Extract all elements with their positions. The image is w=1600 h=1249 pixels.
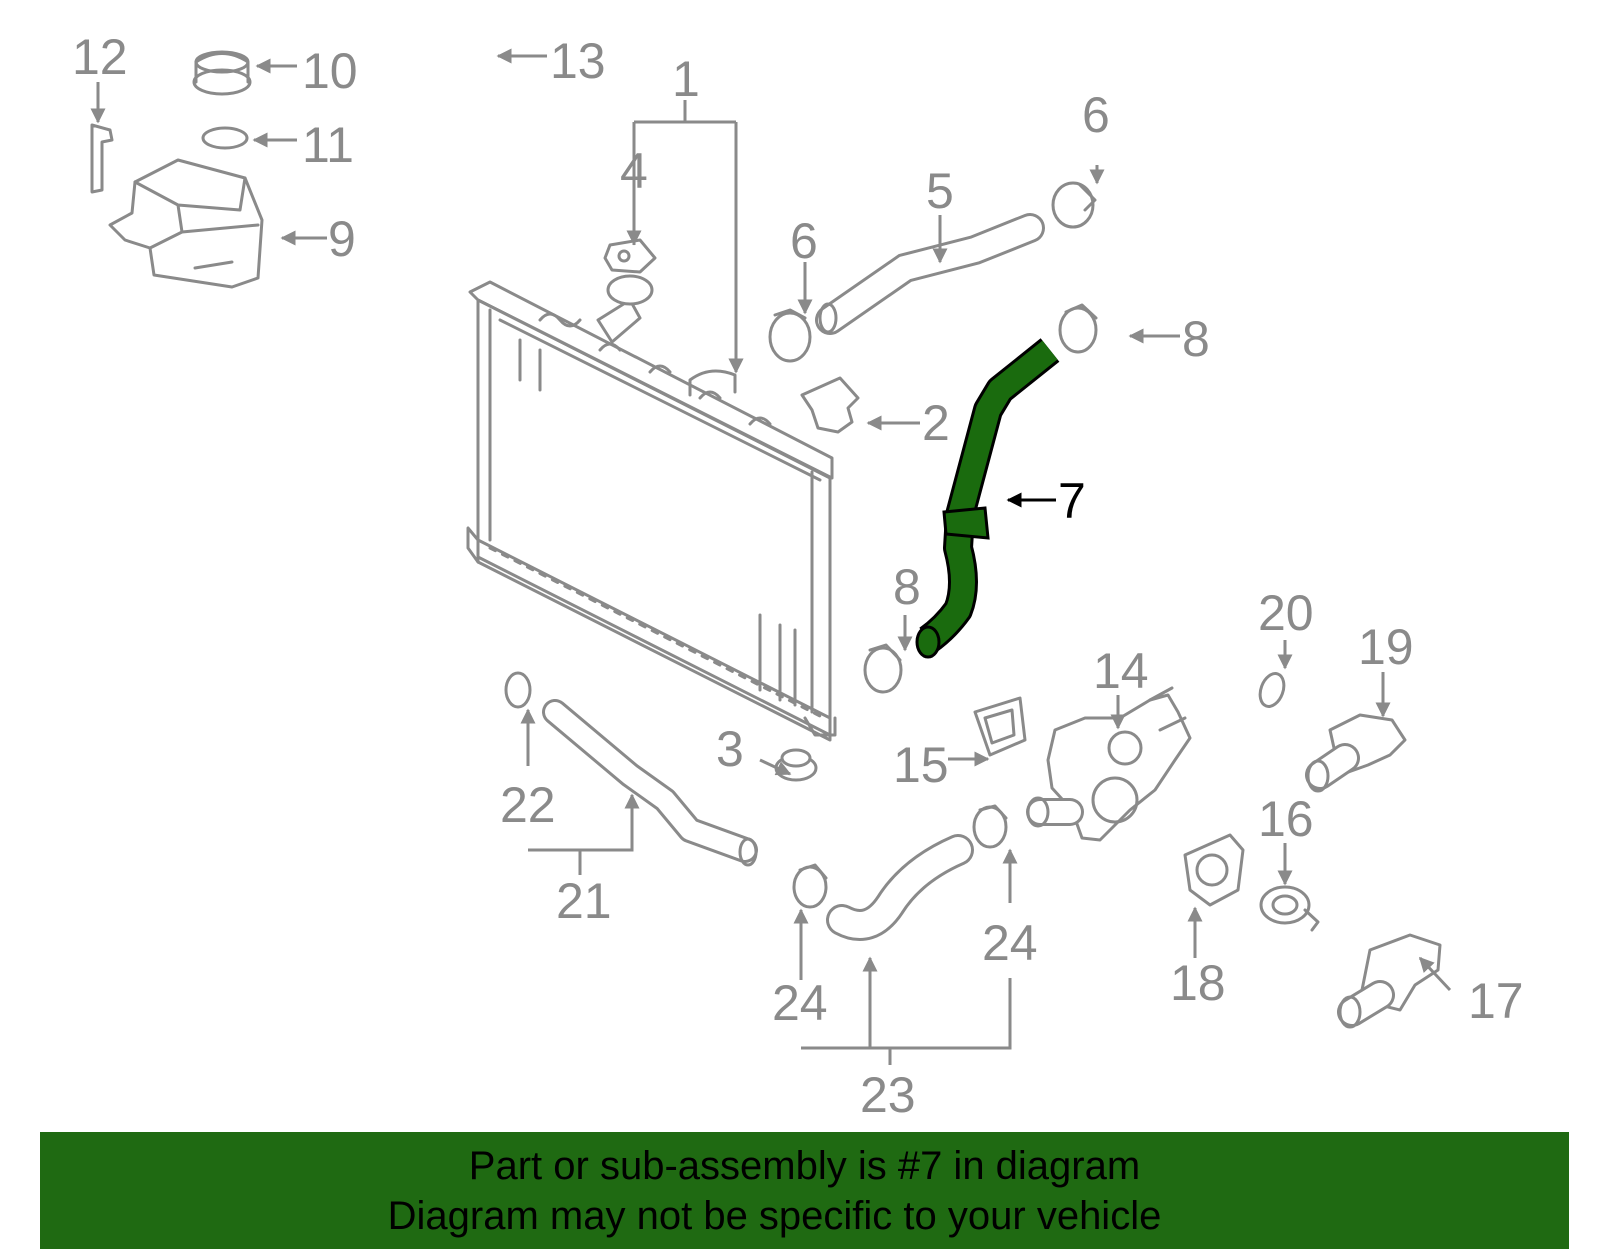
hose-clamp-6-left	[768, 308, 812, 363]
callout-14: 14	[1093, 643, 1149, 699]
thermostat-cover	[1337, 933, 1442, 1029]
bracket	[800, 376, 860, 434]
thermostat	[1259, 885, 1320, 932]
callout-6-right: 6	[1082, 87, 1110, 143]
info-banner: Part or sub-assembly is #7 in diagram Di…	[40, 1132, 1569, 1249]
callout-16: 16	[1258, 791, 1314, 847]
callout-21: 21	[556, 873, 612, 929]
pipe-o-ring	[504, 671, 532, 709]
water-pipe	[542, 699, 758, 867]
reservoir-cap	[192, 50, 252, 96]
radiator-cap	[603, 238, 657, 274]
hose-clamp-8-lower	[863, 643, 903, 694]
radiator	[466, 280, 837, 742]
radiator-mount	[774, 748, 818, 782]
hose-clamp-8-upper	[1058, 303, 1098, 354]
bypass-hose	[826, 834, 974, 941]
callout-15: 15	[893, 737, 949, 793]
callout-labels: 1 4 2 3 5 6 6 7 8 8 9 10 11 12 13 14 15 …	[72, 29, 1524, 1123]
callout-19: 19	[1358, 619, 1414, 675]
callout-6-left: 6	[790, 213, 818, 269]
upper-hose	[815, 213, 1045, 335]
callout-22: 22	[500, 777, 556, 833]
callout-1: 1	[672, 51, 700, 107]
callout-5: 5	[926, 163, 954, 219]
banner-line-1: Part or sub-assembly is #7 in diagram	[468, 1143, 1141, 1188]
callout-8-upper: 8	[1182, 311, 1210, 367]
callout-17: 17	[1468, 973, 1524, 1029]
filler-neck	[596, 274, 654, 344]
callout-4: 4	[620, 143, 648, 199]
housing-gasket	[973, 696, 1027, 757]
callout-23: 23	[860, 1067, 916, 1123]
sensor-o-ring	[1258, 672, 1286, 708]
thermostat-housing	[1026, 686, 1192, 842]
callout-20: 20	[1258, 585, 1314, 641]
hose-clamp-24-right	[972, 804, 1008, 849]
thermostat-gasket	[1183, 833, 1245, 907]
callout-9: 9	[328, 211, 356, 267]
callout-10: 10	[302, 43, 358, 99]
callout-12: 12	[72, 29, 128, 85]
lower-hose-highlighted	[915, 338, 1060, 659]
callout-18: 18	[1170, 955, 1226, 1011]
callout-8-lower: 8	[893, 559, 921, 615]
hose-clamp-6-right	[1051, 181, 1097, 229]
hose-clamp-24-left	[792, 863, 828, 909]
callout-24-right: 24	[982, 915, 1038, 971]
callout-24-left: 24	[772, 975, 828, 1031]
o-ring	[201, 126, 249, 150]
leader-lines	[90, 48, 1452, 1065]
callout-11: 11	[302, 117, 354, 173]
reservoir-tank	[108, 158, 264, 289]
callout-3: 3	[716, 721, 744, 777]
callout-7: 7	[1058, 473, 1086, 529]
callout-13: 13	[550, 33, 606, 89]
reservoir-clip	[90, 123, 114, 194]
outlet-fitting	[1305, 713, 1407, 793]
callout-2: 2	[922, 395, 950, 451]
banner-line-2: Diagram may not be specific to your vehi…	[387, 1193, 1162, 1238]
